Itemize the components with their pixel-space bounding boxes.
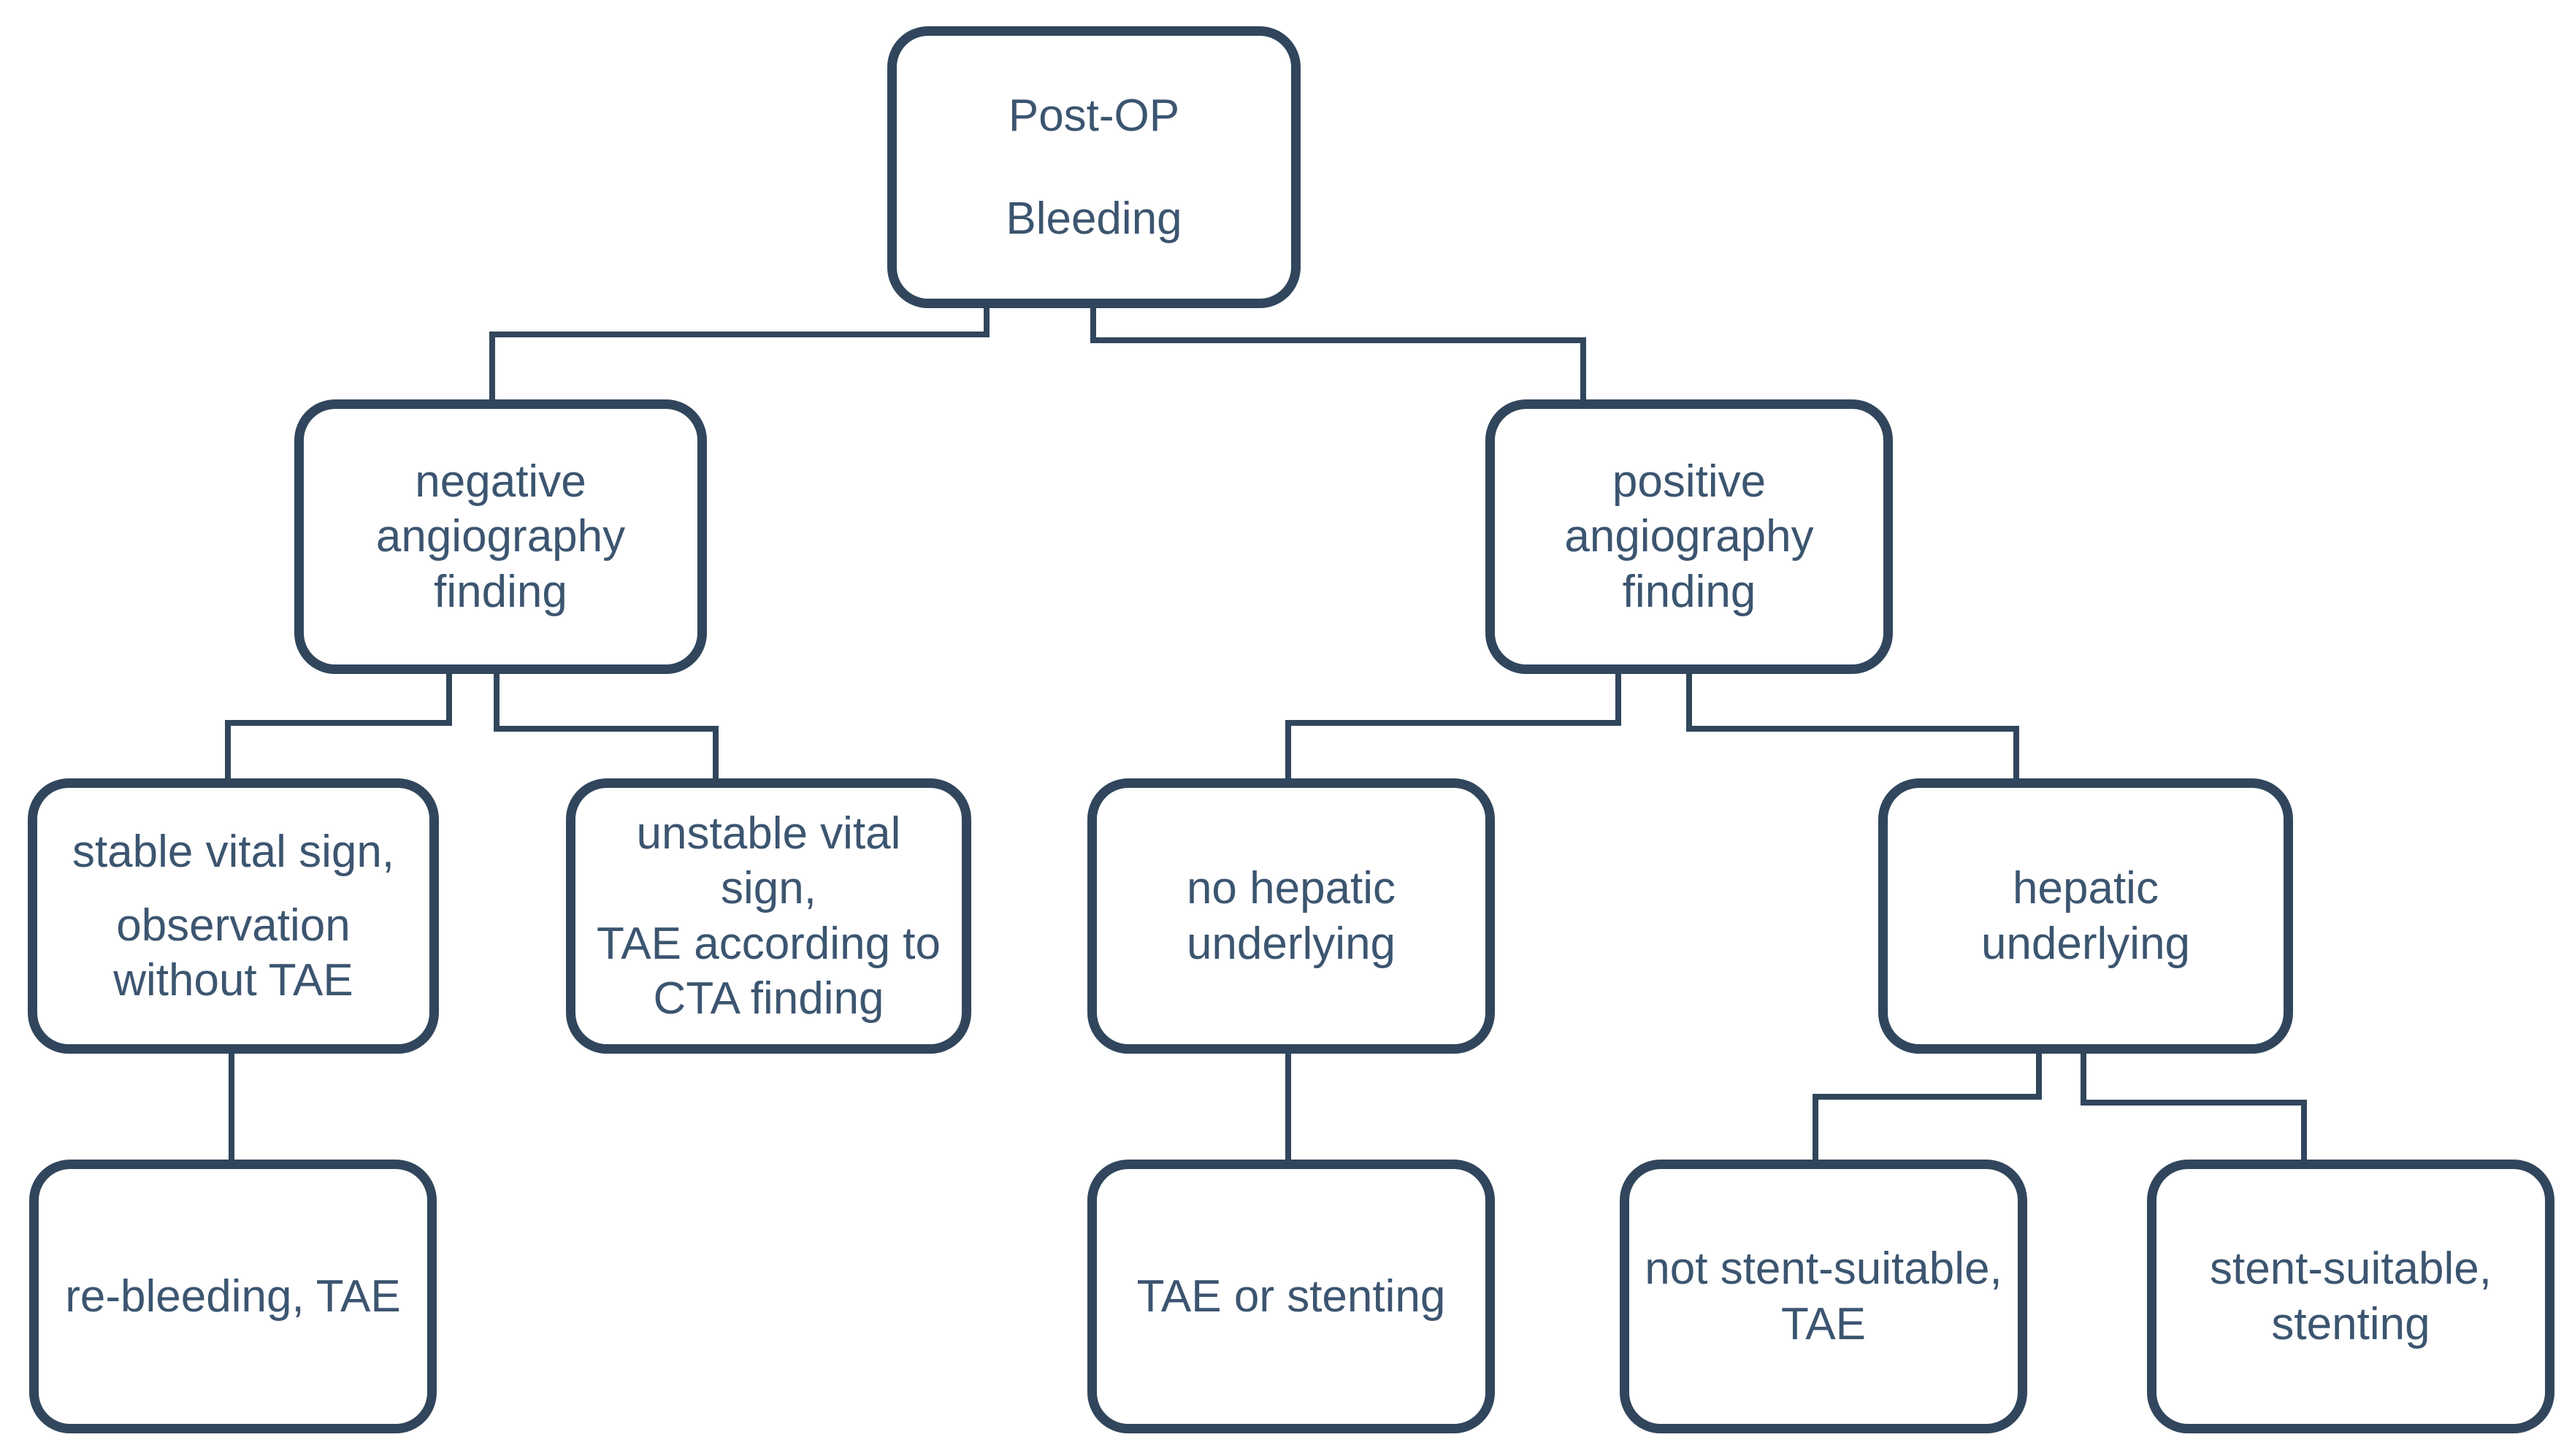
connector-hepatic-underlying-to-not-stent-suitable xyxy=(1813,1050,2042,1163)
node-stable-vital-sign: stable vital sign, observation without T… xyxy=(28,778,439,1054)
node-unstable-vital-sign-text: unstable vital sign, TAE according to CT… xyxy=(597,808,941,1024)
node-stent-suitable-stenting: stent-suitable, stenting xyxy=(2147,1160,2554,1433)
node-re-bleeding-tae: re-bleeding, TAE xyxy=(29,1160,437,1433)
node-unstable-vital-sign: unstable vital sign, TAE according to CT… xyxy=(566,778,971,1054)
connector-positive-angiography-to-no-hepatic-underlying xyxy=(1285,670,1621,782)
connector-post-op-bleeding-to-positive-angiography xyxy=(1090,305,1586,403)
node-positive-angiography-finding-text: positive angiography finding xyxy=(1564,456,1814,617)
connector-negative-angiography-to-unstable-vital-sign xyxy=(494,670,719,782)
node-stable-vital-sign-text: observation without TAE xyxy=(113,900,353,1005)
connector-positive-angiography-to-hepatic-underlying xyxy=(1686,670,2019,782)
connector-hepatic-underlying-to-stent-suitable xyxy=(2081,1050,2307,1163)
node-not-stent-suitable-tae: not stent-suitable, TAE xyxy=(1620,1160,2027,1433)
connector-post-op-bleeding-to-negative-angiography xyxy=(489,305,990,403)
node-stent-suitable-stenting-text: stent-suitable, stenting xyxy=(2210,1244,2492,1349)
node-positive-angiography-finding: positive angiography finding xyxy=(1485,399,1893,674)
node-no-hepatic-underlying: no hepatic underlying xyxy=(1087,778,1495,1054)
node-negative-angiography-finding-text: negative angiography finding xyxy=(375,456,626,617)
node-hepatic-underlying: hepatic underlying xyxy=(1878,778,2293,1054)
node-post-op-bleeding: Post-OP Bleeding xyxy=(887,26,1301,308)
node-no-hepatic-underlying-text: no hepatic underlying xyxy=(1186,863,1396,969)
node-negative-angiography-finding: negative angiography finding xyxy=(294,399,707,674)
node-post-op-bleeding-text: Post-OP xyxy=(1008,90,1180,141)
node-post-op-bleeding-text: Bleeding xyxy=(1006,194,1182,244)
node-re-bleeding-tae-text: re-bleeding, TAE xyxy=(65,1271,401,1322)
node-hepatic-underlying-text: hepatic underlying xyxy=(1980,863,2191,969)
node-not-stent-suitable-tae-text: not stent-suitable, TAE xyxy=(1645,1244,2002,1349)
node-tae-or-stenting-text: TAE or stenting xyxy=(1136,1271,1446,1322)
node-tae-or-stenting: TAE or stenting xyxy=(1087,1160,1495,1433)
node-stable-vital-sign-text: stable vital sign, xyxy=(72,826,395,877)
connector-negative-angiography-to-stable-vital-sign xyxy=(225,670,452,782)
